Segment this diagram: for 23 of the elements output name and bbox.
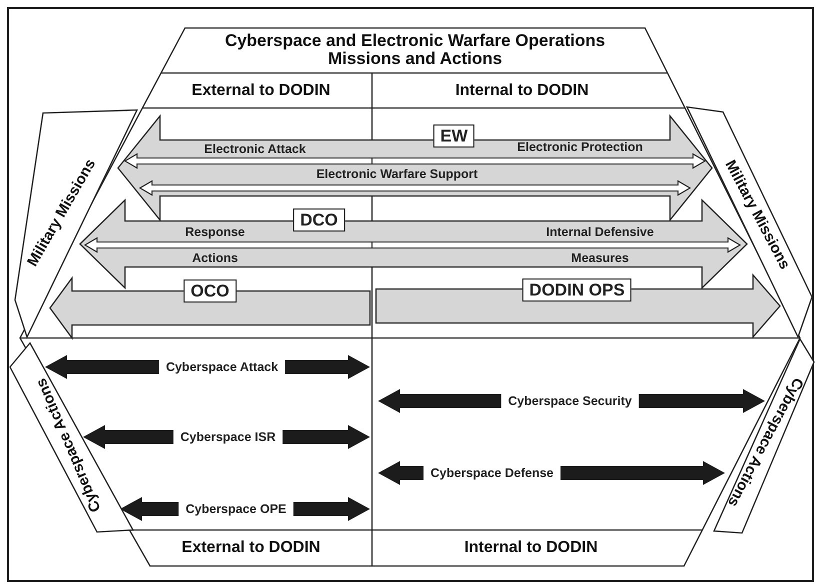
arrow-label: Electronic Warfare Support [316, 167, 478, 181]
slanted-band [687, 107, 812, 337]
slanted-band [15, 110, 137, 337]
slanted-band [10, 343, 133, 532]
column-header: External to DODIN [150, 74, 372, 108]
tag-box: OCO [184, 280, 236, 302]
slanted-band [714, 339, 814, 533]
arrow-label: Cyberspace Security [508, 394, 632, 408]
arrow-label: Electronic Protection [517, 140, 643, 154]
diagram-title: Cyberspace and Electronic Warfare Operations Missions and Actions [224, 32, 606, 68]
arrow-label: Cyberspace ISR [180, 430, 276, 444]
column-header: External to DODIN [130, 531, 372, 565]
arrow-label: Electronic Attack [204, 142, 306, 156]
arrow-label: Cyberspace Attack [166, 360, 278, 374]
tag-box: EW [433, 124, 475, 148]
arrow-label: Cyberspace OPE [186, 502, 286, 516]
column-header: Internal to DODIN [372, 531, 690, 565]
arrow-label: Response Actions [184, 224, 246, 267]
tag-box: DODIN OPS [522, 278, 632, 302]
arrow-label: Internal Defensive Measures [545, 224, 655, 267]
tag-box: DCO [293, 208, 345, 232]
arrow-label: Cyberspace Defense [430, 466, 554, 480]
column-header: Internal to DODIN [372, 74, 672, 108]
